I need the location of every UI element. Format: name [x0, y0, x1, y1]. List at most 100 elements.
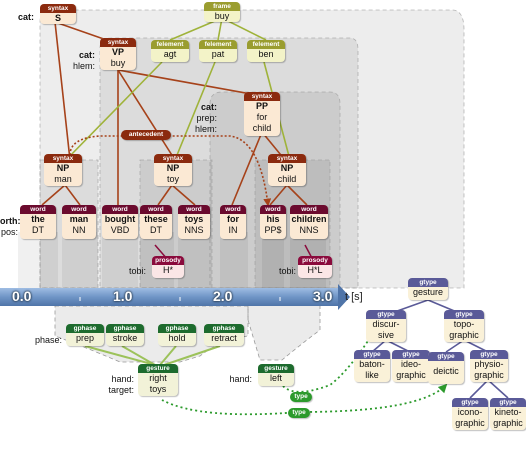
node-value: ideo-	[400, 359, 421, 369]
gphase-prep: gphase prep	[66, 324, 104, 346]
node-value: S	[54, 13, 61, 23]
word-orth: children	[291, 214, 327, 224]
node-header: word	[260, 205, 286, 214]
prosody-h-star-l: prosody H*L	[298, 256, 332, 278]
timeline-tick-1: 1.0	[113, 288, 133, 304]
node-value: buy	[110, 58, 126, 68]
node-value: PP	[255, 101, 268, 111]
word-orth: for	[227, 214, 239, 224]
node-header: syntax	[100, 38, 136, 47]
node-value: NP	[56, 163, 70, 173]
node-value: ben	[258, 49, 274, 59]
gtype-topographic: gtype topo- graphic	[444, 310, 484, 342]
node-value: agt	[163, 49, 177, 59]
gphase-retract: gphase retract	[204, 324, 244, 346]
syntax-node-vp: syntax VP buy	[100, 38, 136, 70]
syntax-node-pp: syntax PP for child	[244, 92, 280, 136]
node-value: NP	[280, 163, 294, 173]
gtype-iconographic: gtype icono- graphic	[452, 398, 488, 430]
label-orth: orth:	[0, 216, 21, 226]
node-header: syntax	[268, 154, 306, 163]
node-value: retract	[211, 333, 237, 343]
label-cat-pp: cat:	[200, 102, 217, 112]
node-header: word	[178, 205, 210, 214]
syntax-node-np-toy: syntax NP toy	[154, 154, 192, 186]
label-hand: hand:	[111, 374, 134, 384]
syntax-node-np-child: syntax NP child	[268, 154, 306, 186]
timeline-tick-0: 0.0	[12, 288, 32, 304]
node-header: word	[140, 205, 172, 214]
frame-node: frame buy	[204, 2, 240, 22]
word-orth: these	[144, 214, 168, 224]
node-header: word	[220, 205, 246, 214]
label-tobi-1: tobi:	[128, 266, 146, 276]
word-orth: man	[69, 214, 89, 224]
node-value: baton-	[359, 359, 385, 369]
label-pos: pos:	[0, 227, 18, 237]
node-header: gtype	[452, 398, 488, 407]
node-value: prep	[75, 333, 94, 343]
node-header: gtype	[408, 278, 448, 287]
node-value: graphic	[493, 418, 523, 428]
label-tobi-2: tobi:	[278, 266, 296, 276]
word-pos: DT	[150, 225, 162, 235]
node-header: gtype	[490, 398, 526, 407]
node-header: syntax	[44, 154, 82, 163]
node-value: H*L	[307, 265, 323, 275]
node-value: hold	[168, 333, 186, 343]
gesture-left: gesture left	[258, 364, 294, 386]
node-value: sive	[377, 330, 394, 340]
node-header: gphase	[158, 324, 196, 333]
word-pos: NN	[72, 225, 86, 235]
node-header: felement	[199, 40, 237, 49]
timeline-unit: t [s]	[345, 291, 363, 303]
antecedent-arrow	[69, 135, 272, 207]
node-header: gtype	[366, 310, 406, 319]
word-pos: DT	[32, 225, 44, 235]
gtype-discursive: gtype discur- sive	[366, 310, 406, 342]
felement-pat: felement pat	[199, 40, 237, 62]
word-pos: IN	[228, 225, 238, 235]
node-value: man	[54, 174, 72, 184]
node-header: word	[290, 205, 328, 214]
type-label-1: type	[290, 392, 312, 402]
node-value: right	[149, 373, 167, 383]
node-value: deictic	[433, 366, 459, 376]
label-cat-vp: cat:	[78, 50, 95, 60]
gesture-extents	[54, 299, 321, 363]
gtype-gesture: gtype gesture	[408, 278, 448, 300]
syntax-node-s: syntax S	[40, 4, 76, 24]
node-value: topo-	[453, 319, 475, 329]
node-header: word	[20, 205, 56, 214]
word-pos: NNS	[299, 225, 319, 235]
node-value: toys	[149, 384, 167, 394]
node-value: for	[256, 112, 268, 122]
timeline-tick-3: 3.0	[313, 288, 333, 304]
label-phase: phase:	[34, 335, 62, 345]
label-hand-left: hand:	[229, 374, 252, 384]
node-header: word	[102, 205, 138, 214]
node-header: felement	[151, 40, 189, 49]
node-header: syntax	[154, 154, 192, 163]
word-pos: VBD	[110, 225, 130, 235]
node-header: gesture	[258, 364, 294, 373]
felement-ben: felement ben	[247, 40, 285, 62]
gtype-batonlike: gtype baton- like	[354, 350, 390, 382]
word-pos: PP$	[264, 225, 282, 235]
gesture-edges	[84, 345, 221, 366]
node-header: prosody	[152, 256, 184, 265]
prosody-h-star: prosody H*	[152, 256, 184, 278]
antecedent-label: antecedent	[121, 130, 171, 140]
timeline	[0, 284, 350, 310]
node-value: icono-	[457, 407, 483, 417]
gesture-right: gesture right toys	[138, 364, 178, 396]
label-target: target:	[108, 385, 134, 395]
node-value: H*	[162, 265, 173, 275]
word-pos: NNS	[184, 225, 204, 235]
